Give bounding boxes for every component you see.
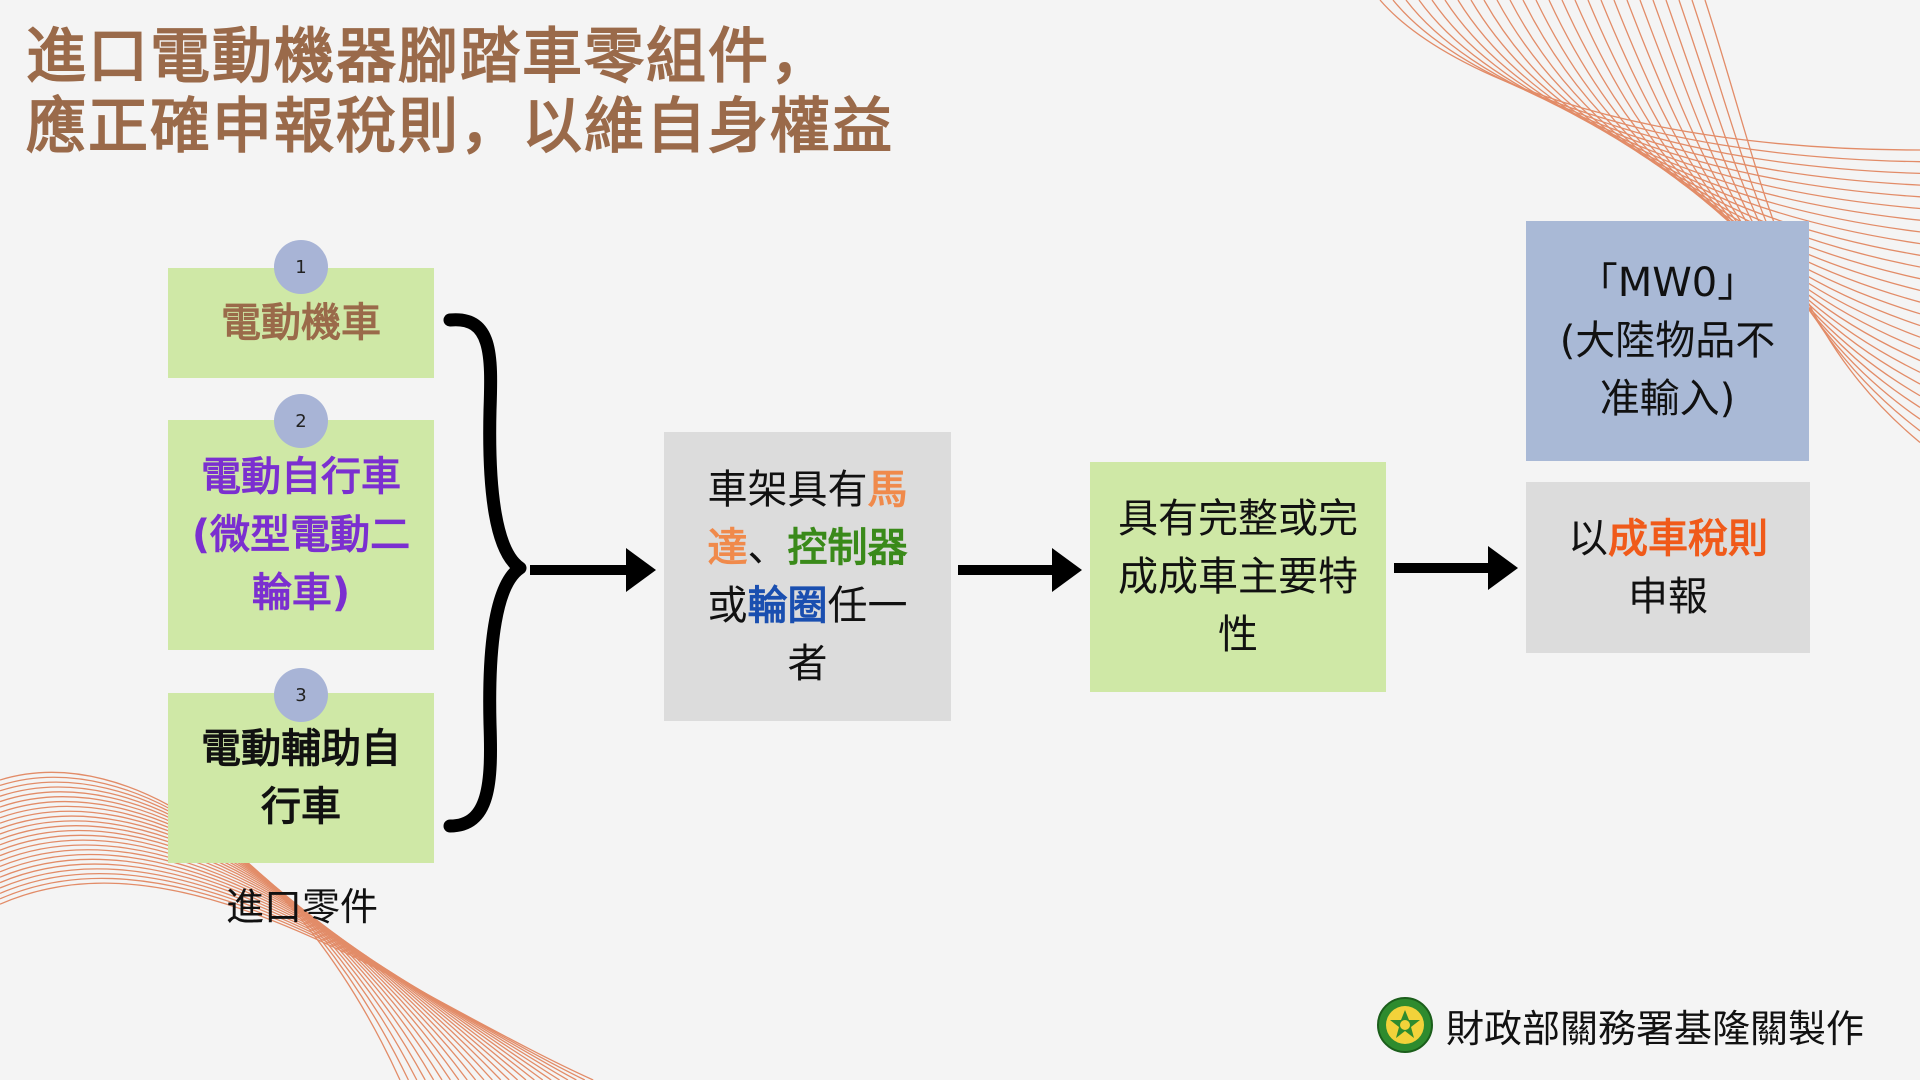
badge-2-number: 2 [295, 410, 307, 432]
condition-line-2: 達、控制器 [708, 519, 908, 577]
badge-1-number: 1 [295, 256, 307, 278]
wave-line [1379, 0, 1920, 151]
wave-line [0, 834, 510, 1080]
title-line-1: 進口電動機器腳踏車零組件， [26, 22, 832, 92]
condition-box: 車架具有馬 達、控制器 或輪圈任一 者 [664, 432, 951, 721]
result-box: 以成車稅則 申報 [1526, 482, 1810, 653]
mw0-line-1: 「MW0」 [1577, 260, 1758, 306]
mw0-line-2: (大陸物品不 [1559, 318, 1776, 364]
vehicle-label-1: 電動機車 [221, 300, 381, 346]
wave-line [1457, 0, 1920, 221]
wave-line [1483, 0, 1920, 245]
condition-motor-b: 達 [707, 524, 748, 571]
badge-2: 2 [274, 394, 328, 448]
wave-line [0, 825, 493, 1080]
result-highlight: 成車稅則 [1608, 515, 1768, 562]
vehicle-label-2c: 輪車) [251, 570, 351, 616]
vehicle-label-3b: 行車 [261, 784, 341, 830]
vehicle-label-3a: 電動輔助自 [201, 726, 401, 772]
right-arrow-icon [1394, 546, 1518, 590]
wave-line [1444, 0, 1920, 210]
condition-text-1: 車架具有 [707, 466, 868, 513]
vehicle-label-2b: (微型電動二 [191, 512, 411, 558]
footer-credit: 財政部關務署基隆關製作 [1446, 1006, 1865, 1051]
result-line-1: 以成車稅則 [1568, 510, 1768, 568]
condition-line-4: 者 [787, 640, 828, 687]
right-arrow-icon [530, 548, 656, 592]
condition-motor-a: 馬 [867, 466, 908, 513]
wave-line [1431, 0, 1920, 198]
condition-controller: 控制器 [787, 524, 908, 571]
feature-line-2: 成成車主要特 [1118, 554, 1358, 600]
wave-line [0, 829, 502, 1080]
mw0-line-3: 准輸入) [1599, 376, 1736, 422]
page-title: 進口電動機器腳踏車零組件， 應正確申報稅則，以維自身權益 [26, 22, 894, 162]
result-prefix: 以 [1568, 515, 1608, 562]
right-arrow-icon [958, 548, 1082, 592]
vehicle-box-electric-bicycle: 電動自行車 (微型電動二 輪車) [168, 420, 434, 650]
condition-sep: 、 [747, 524, 788, 571]
wave-line [1392, 0, 1920, 163]
condition-line-1: 車架具有馬 [708, 461, 908, 519]
condition-text-2: 或 [707, 582, 748, 629]
mw0-box: 「MW0」 (大陸物品不 准輸入) [1526, 221, 1809, 461]
condition-text-3: 任一 [827, 582, 908, 629]
badge-3-number: 3 [295, 684, 307, 706]
wave-line [1418, 0, 1920, 186]
parts-caption: 進口零件 [226, 885, 379, 929]
footer: 財政部關務署基隆關製作 [1376, 996, 1864, 1054]
wave-line [1496, 0, 1920, 256]
badge-3: 3 [274, 668, 328, 722]
feature-line-1: 具有完整或完 [1118, 496, 1358, 542]
feature-line-3: 性 [1218, 612, 1258, 658]
customs-emblem-icon [1377, 997, 1433, 1053]
condition-line-3: 或輪圈任一 [708, 577, 908, 635]
wave-line [1405, 0, 1920, 175]
title-line-2: 應正確申報稅則，以維自身權益 [26, 92, 894, 162]
vehicle-label-2a: 電動自行車 [201, 454, 401, 500]
result-line-2: 申報 [1628, 573, 1708, 620]
badge-1: 1 [274, 240, 328, 294]
condition-wheel: 輪圈 [747, 582, 828, 629]
wave-line [1470, 0, 1920, 233]
feature-box: 具有完整或完 成成車主要特 性 [1090, 462, 1386, 692]
